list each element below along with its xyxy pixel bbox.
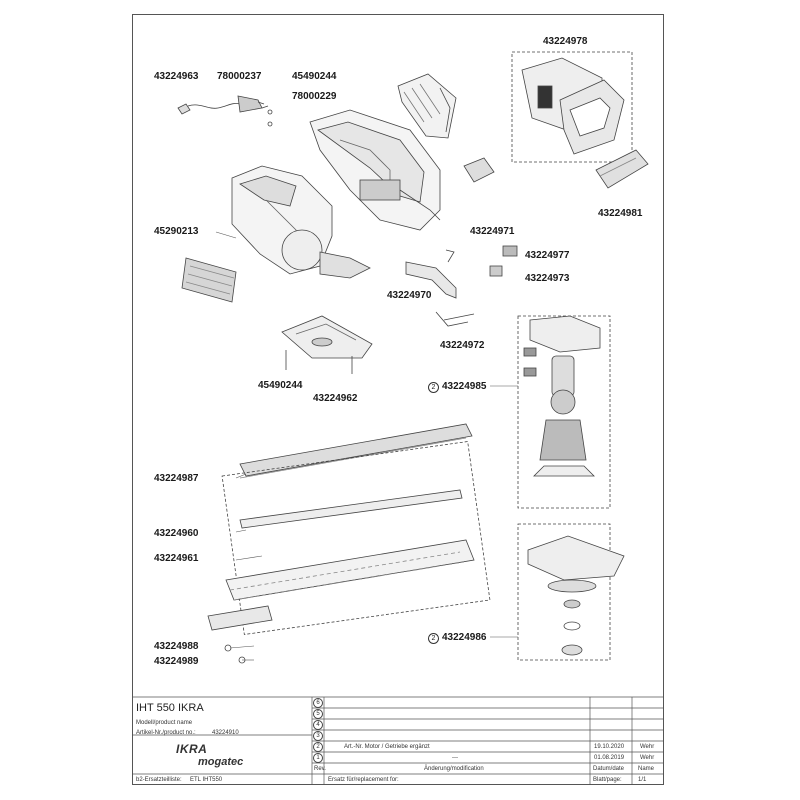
power-cord-drawing: [177, 95, 273, 127]
replacement-caption: Ersatz für/replacement for:: [328, 777, 399, 783]
part-label-43224988: 43224988: [154, 641, 199, 652]
rev-number-3: 3: [313, 731, 323, 741]
page-value: 1/1: [638, 777, 647, 783]
part-label-43224962: 43224962: [313, 393, 358, 404]
part-label-78000229: 78000229: [292, 91, 337, 102]
article-number: 43224910: [212, 730, 239, 736]
base-plate-drawing: [281, 315, 373, 374]
part-label-78000237: 78000237: [217, 71, 262, 82]
rev1-date: 01.08.2019: [594, 755, 625, 761]
leader-lines: [215, 231, 518, 661]
motor-assembly-drawing: [517, 315, 611, 509]
part-label-43224977: 43224977: [525, 250, 570, 261]
part-label-43224960: 43224960: [154, 528, 199, 539]
parts-list-caption: b2-Ersatzteilliste:: [136, 777, 182, 783]
part-label-43224978: 43224978: [543, 36, 588, 47]
gear-assembly-drawing: [517, 523, 625, 661]
header-change: Änderung/modification: [424, 766, 484, 772]
mogatec-logo: mogatec: [198, 756, 244, 768]
left-housing-drawing: [231, 165, 371, 279]
part-label-43224961: 43224961: [154, 553, 199, 564]
rev2-date: 19.10.2020: [594, 744, 625, 750]
drawing-sheet-frame: [132, 14, 664, 785]
part-label-43224987: 43224987: [154, 473, 199, 484]
product-title: IHT 550 IKRA: [136, 702, 204, 714]
header-date: Datum/date: [593, 766, 625, 772]
ikra-logo: IKRA: [176, 742, 208, 756]
part-label-43224970: 43224970: [387, 290, 432, 301]
part-label-43224973: 43224973: [525, 273, 570, 284]
assembly-circle-mark: 2: [428, 382, 439, 393]
rev1-description: ---: [452, 755, 458, 761]
rev2-description: Art.-Nr. Motor / Getriebe ergänzt: [344, 744, 430, 750]
rev-number-5: 5: [313, 709, 323, 719]
rev-number-4: 4: [313, 720, 323, 730]
part-label-43224963: 43224963: [154, 71, 199, 82]
handle-guard-drawing: [511, 51, 649, 189]
rev1-name: Wehr: [640, 755, 655, 761]
header-name: Name: [638, 766, 655, 772]
rev-number-1: 1: [313, 753, 323, 763]
top-handle-drawing: [397, 73, 457, 139]
part-label-45490244-top: 45490244: [292, 71, 337, 82]
assembly-circle-mark: 2: [428, 633, 439, 644]
blade-assembly-drawing: [207, 423, 491, 664]
part-label-43224989: 43224989: [154, 656, 199, 667]
rev2-name: Wehr: [640, 744, 655, 750]
part-label-43224971: 43224971: [470, 226, 515, 237]
parts-list-value: ETL IHT550: [190, 777, 223, 783]
part-label-45290213: 45290213: [154, 226, 199, 237]
part-label-45490244-bottom: 45490244: [258, 380, 303, 391]
page-caption: Blatt/page:: [593, 777, 622, 783]
title-block-grid: [132, 696, 664, 785]
main-housing-drawing: [309, 109, 441, 231]
part-label-43224981: 43224981: [598, 208, 643, 219]
model-caption: Modell/product name: [136, 720, 193, 726]
rev-number-2: 2: [313, 742, 323, 752]
part-label-43224972: 43224972: [440, 340, 485, 351]
article-caption: Artikel-Nr./product no.:: [136, 730, 196, 736]
comb-guard-drawing: [181, 257, 237, 303]
rev-number-6: 6: [313, 698, 323, 708]
switch-parts-drawing: [405, 157, 518, 327]
header-rev: Rev.: [314, 766, 326, 772]
